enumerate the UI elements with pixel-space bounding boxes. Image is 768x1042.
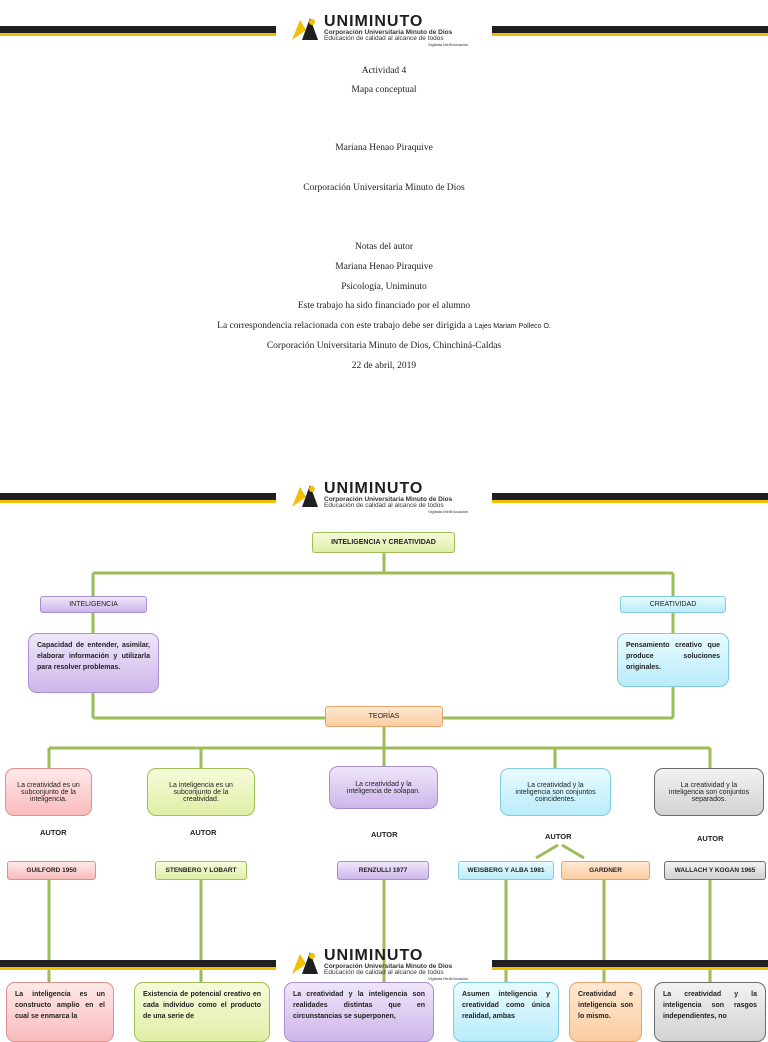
logo-mark-icon — [292, 18, 318, 40]
institution-name: Corporación Universitaria Minuto de Dios — [303, 183, 465, 193]
description-4a: Asumen inteligencia y creatividad como ú… — [453, 982, 559, 1042]
logo-mark-icon — [292, 485, 318, 507]
author-2: STENBERG Y LOBART — [155, 861, 247, 880]
autor-label-5: AUTOR — [697, 834, 724, 843]
theory-3: La creatividad y la inteligencia de sola… — [329, 766, 438, 809]
logo-line-1: Corporación Universitaria Minuto de Dios — [324, 963, 453, 970]
logo-brand: UNIMINUTO — [324, 13, 424, 30]
theory-1: La creatividad es un subconjunto de la i… — [5, 768, 92, 816]
logo-line-2: Educación de calidad al alcance de todos — [324, 502, 444, 509]
uniminuto-logo: UNIMINUTO Corporación Universitaria Minu… — [288, 947, 488, 981]
creatividad-definition: Pensamiento creativo que produce solucio… — [617, 633, 729, 687]
page-header: UNIMINUTO Corporación Universitaria Minu… — [0, 947, 768, 981]
author-4b: GARDNER — [561, 861, 650, 880]
logo-brand: UNIMINUTO — [324, 480, 424, 497]
logo-line-3: Vigilada MinEducación — [428, 509, 469, 514]
description-4b: Creatividad e inteligencia son lo mismo. — [569, 982, 642, 1042]
location-note: Corporación Universitaria Minuto de Dios… — [266, 341, 502, 351]
logo-line-1: Corporación Universitaria Minuto de Dios — [324, 496, 453, 503]
root-node: INTELIGENCIA Y CREATIVIDAD — [312, 532, 455, 553]
author-name: Mariana Henao Piraquive — [335, 143, 433, 153]
logo-line-3: Vigilada MinEducación — [428, 42, 469, 47]
description-3: La creatividad y la inteligencia son rea… — [284, 982, 434, 1042]
program: Psicología, Uniminuto — [341, 282, 427, 292]
funding-note: Este trabajo ha sido financiado por el a… — [297, 301, 471, 311]
uniminuto-logo: UNIMINUTO Corporación Universitaria Minu… — [288, 480, 488, 514]
author-1: GUILFORD 1950 — [7, 861, 96, 880]
page-header: UNIMINUTO Corporación Universitaria Minu… — [0, 480, 768, 514]
header-bar-right — [492, 26, 768, 36]
cover-page: UNIMINUTO Corporación Universitaria Minu… — [0, 0, 768, 440]
author-3: RENZULLI 1977 — [337, 861, 429, 880]
theory-5: La creatividad y la inteligencia son con… — [654, 768, 764, 816]
correspondence-text: La correspondencia relacionada con este … — [217, 321, 473, 331]
header-bar-right — [492, 960, 768, 970]
correspondence-note: La correspondencia relacionada con este … — [0, 321, 768, 331]
notes-author: Mariana Henao Piraquive — [335, 262, 433, 272]
uniminuto-logo: UNIMINUTO Corporación Universitaria Minu… — [288, 13, 488, 47]
page-header: UNIMINUTO Corporación Universitaria Minu… — [0, 13, 768, 47]
description-5: La creatividad y la inteligencia son ras… — [654, 982, 766, 1042]
author-4a: WEISBERG Y ALBA 1981 — [458, 861, 554, 880]
theories-node: TEORÍAS — [325, 706, 443, 727]
header-bar-left — [0, 493, 276, 503]
notes-title: Notas del autor — [354, 242, 414, 252]
author-5: WALLACH Y KOGAN 1965 — [664, 861, 766, 880]
theory-2: La inteligencia es un subconjunto de la … — [147, 768, 255, 816]
correspondence-name: Lajes Mariam Polleco O. — [474, 323, 551, 330]
logo-line-3: Vigilada MinEducación — [428, 976, 469, 981]
autor-label-2: AUTOR — [190, 828, 217, 837]
logo-line-2: Educación de calidad al alcance de todos — [324, 969, 444, 976]
header-bar-left — [0, 26, 276, 36]
description-1: La inteligencia es un constructo amplio … — [6, 982, 114, 1042]
cover-date: 22 de abril, 2019 — [351, 361, 417, 371]
logo-brand: UNIMINUTO — [324, 947, 424, 964]
header-bar-right — [492, 493, 768, 503]
description-2: Existencia de potencial creativo en cada… — [134, 982, 270, 1042]
activity-title: Actividad 4 — [361, 66, 407, 76]
autor-label-1: AUTOR — [40, 828, 67, 837]
creatividad-title: CREATIVIDAD — [620, 596, 726, 613]
theory-4: La creatividad y la inteligencia son con… — [500, 768, 611, 816]
autor-label-3: AUTOR — [371, 830, 398, 839]
logo-line-2: Educación de calidad al alcance de todos — [324, 35, 444, 42]
logo-line-1: Corporación Universitaria Minuto de Dios — [324, 29, 453, 36]
autor-label-4: AUTOR — [545, 832, 572, 841]
logo-mark-icon — [292, 952, 318, 974]
inteligencia-definition: Capacidad de entender, asimilar, elabora… — [28, 633, 159, 693]
inteligencia-title: INTELIGENCIA — [40, 596, 147, 613]
activity-subtitle: Mapa conceptual — [351, 85, 417, 95]
header-bar-left — [0, 960, 276, 970]
